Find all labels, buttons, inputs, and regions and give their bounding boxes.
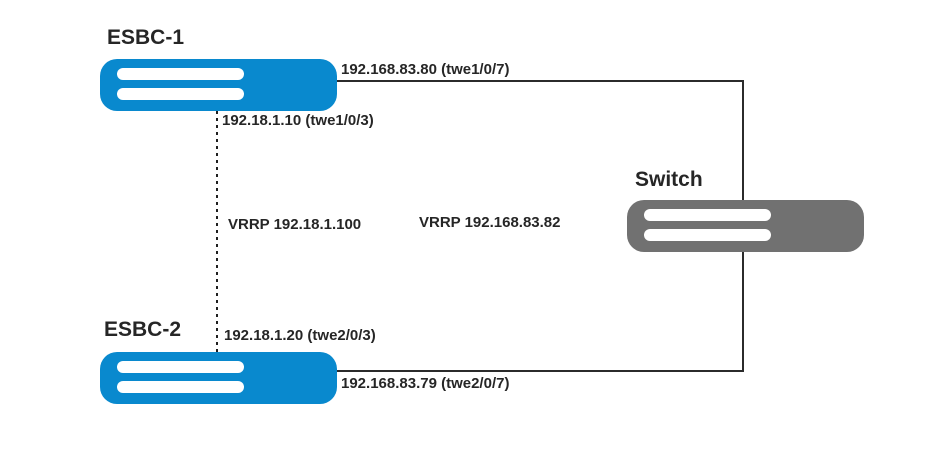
esbc2-device-icon [100,352,337,404]
esbc1-title: ESBC-1 [107,26,185,49]
device-slot [644,229,771,241]
vrrp-ha-address-label: VRRP 192.18.1.100 [228,216,362,233]
switch-title: Switch [635,168,703,191]
esbc1-wan-interface-label: 192.168.83.80 (twe1/0/7) [341,61,510,78]
device-slot [117,381,244,393]
device-slot [117,361,244,373]
esbc2-ha-interface-label: 192.18.1.20 (twe2/0/3) [224,327,376,344]
esbc1-ha-interface-label: 192.18.1.10 (twe1/0/3) [222,112,374,129]
switch-device-icon [627,200,864,252]
esbc2-wan-interface-label: 192.168.83.79 (twe2/0/7) [341,375,510,392]
vrrp-wan-address-label: VRRP 192.168.83.82 [419,214,561,231]
device-slot [117,68,244,80]
esbc1-device-icon [100,59,337,111]
esbc2-title: ESBC-2 [104,318,182,341]
link-esbc2-to-switch [336,370,744,372]
device-slot [644,209,771,221]
device-slot [117,88,244,100]
link-esbc1-to-switch [336,80,744,82]
link-esbc1-to-esbc2-dashed [216,111,218,352]
